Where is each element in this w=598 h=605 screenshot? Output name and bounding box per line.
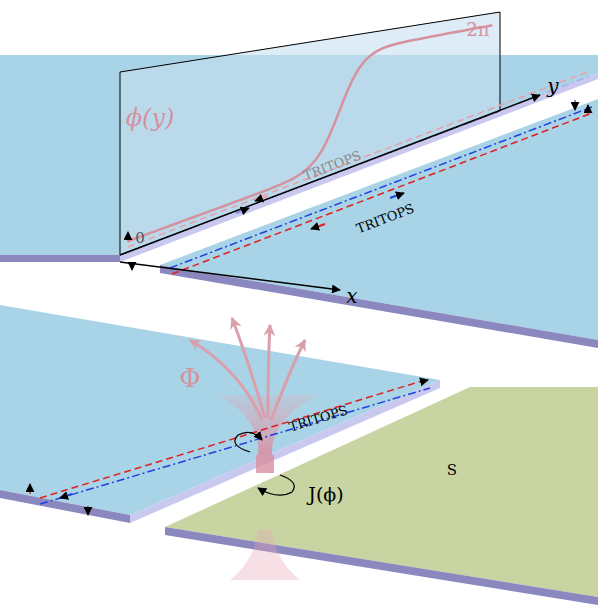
phase-min: 0 [135, 231, 145, 246]
edge-states-bottom [30, 380, 430, 515]
axis-label: y [547, 76, 558, 96]
phase-label: ϕ(y) [126, 106, 175, 130]
phase-plane [120, 12, 500, 255]
axis-label: x [346, 286, 357, 306]
flux-tube [190, 318, 318, 580]
phase-max: 2π [466, 21, 489, 39]
current-loops [235, 432, 294, 495]
axes [120, 95, 540, 290]
current-label: J(ϕ) [308, 485, 343, 504]
region-label: S [447, 463, 457, 478]
superconductor-slab [165, 387, 598, 605]
flux-label: Φ [179, 365, 200, 391]
